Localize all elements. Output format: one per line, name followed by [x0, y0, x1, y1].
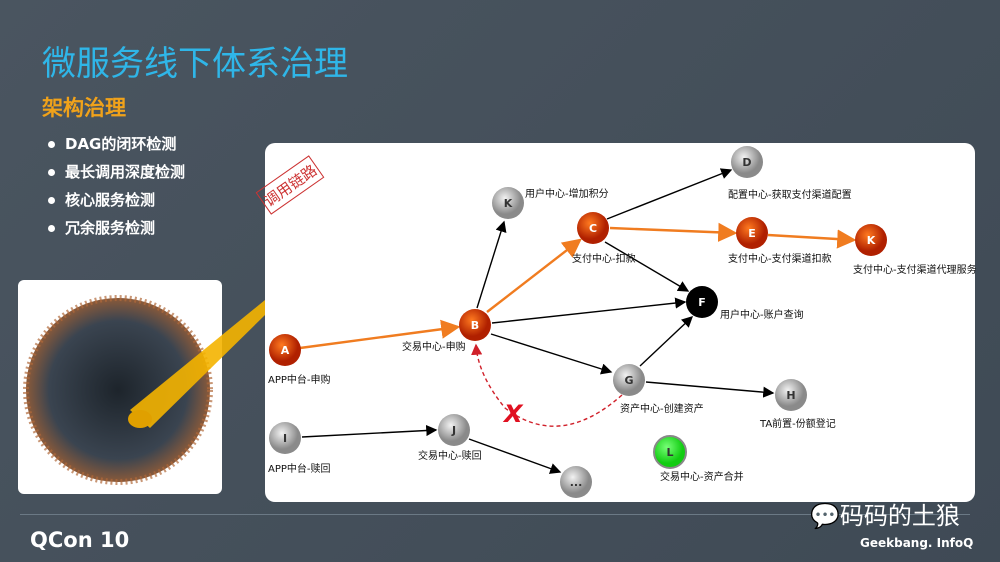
edge-G-H — [645, 381, 775, 398]
node-D: D 配置中心-获取支付渠道配置 — [728, 146, 852, 201]
qcon-logo: QCon 10 — [30, 528, 130, 552]
edge-J-dots — [468, 438, 562, 474]
edge-C-E — [609, 222, 738, 242]
node-label: 用户中心-账户查询 — [720, 308, 804, 321]
edge-B-G — [490, 333, 613, 375]
node-label: 支付中心-支付渠道扣款 — [728, 252, 832, 265]
section-subtitle: 架构治理 — [42, 96, 126, 120]
node-circle — [736, 217, 768, 249]
node-circle — [459, 309, 491, 341]
node-B: B 交易中心-申购 — [402, 309, 491, 353]
node-id: I — [283, 432, 287, 445]
node-A: A APP中台-申购 — [268, 334, 331, 386]
node-circle — [269, 422, 301, 454]
node-id: L — [666, 446, 673, 459]
node-label: 支付中心-扣款 — [572, 252, 636, 265]
bullet-item: DAG的闭环检测 — [48, 133, 176, 154]
node-label: TA前置-份额登记 — [759, 417, 836, 430]
node-label: 资产中心-创建资产 — [620, 402, 704, 415]
edge-C-D — [606, 168, 733, 220]
node-id: J — [451, 424, 456, 437]
node-...: ... — [560, 466, 592, 498]
edge-G-B-cycle — [471, 343, 623, 427]
node-id: D — [742, 156, 751, 169]
node-id: E — [748, 227, 756, 240]
stamp-call-chain: 调用链路 — [255, 155, 325, 215]
bullet-item: 最长调用深度检测 — [48, 161, 185, 182]
node-label: APP中台-赎回 — [268, 462, 331, 475]
node-id: H — [786, 389, 795, 402]
node-circle — [686, 286, 718, 318]
node-K: K 用户中心-增加积分 — [492, 187, 609, 219]
node-label: 用户中心-增加积分 — [525, 187, 609, 200]
call-chain-diagram — [265, 143, 975, 502]
node-label: 交易中心-申购 — [402, 340, 466, 353]
node-label: 支付中心-支付渠道代理服务 — [853, 263, 977, 276]
node-id: B — [471, 319, 479, 332]
node-circle — [653, 435, 687, 469]
wechat-icon: 💬 — [810, 502, 840, 530]
edge-I-J — [301, 424, 438, 438]
node-K: K 支付中心-支付渠道代理服务 — [853, 224, 977, 276]
edge-E-K — [767, 229, 857, 249]
node-label: 配置中心-获取支付渠道配置 — [728, 188, 852, 201]
edge-A-B — [299, 319, 461, 350]
node-circle — [269, 334, 301, 366]
node-id: A — [281, 344, 290, 357]
sponsor-logo: Geekbang. InfoQ — [860, 536, 974, 550]
node-id: F — [698, 296, 706, 309]
node-H: H TA前置-份额登记 — [759, 379, 836, 430]
node-circle — [560, 466, 592, 498]
edge-B-F — [491, 297, 687, 324]
node-circle — [855, 224, 887, 256]
node-circle — [577, 212, 609, 244]
page-title: 微服务线下体系治理 — [42, 44, 348, 84]
node-E: E 支付中心-支付渠道扣款 — [728, 217, 832, 265]
bullet-item: 冗余服务检测 — [48, 217, 155, 238]
wechat-brand: 💬码码的土狼 — [810, 502, 960, 530]
node-circle — [775, 379, 807, 411]
cycle-forbidden-mark: X — [502, 400, 524, 428]
bullet-item: 核心服务检测 — [48, 189, 155, 210]
node-id: C — [589, 222, 597, 235]
edge-G-F — [639, 316, 694, 367]
node-id: K — [504, 197, 513, 210]
edge-B-C — [486, 238, 582, 313]
node-I: I APP中台-赎回 — [268, 422, 331, 475]
node-label: 交易中心-赎回 — [418, 449, 482, 462]
node-circle — [731, 146, 763, 178]
edge-B-K — [476, 220, 507, 309]
node-id: ... — [570, 476, 583, 489]
edge-C-F — [604, 241, 690, 292]
node-L: L 交易中心-资产合并 — [653, 435, 744, 483]
node-G: G 资产中心-创建资产 — [613, 364, 704, 415]
node-circle — [613, 364, 645, 396]
node-id: G — [624, 374, 633, 387]
node-circle — [492, 187, 524, 219]
node-circle — [438, 414, 470, 446]
node-label: 交易中心-资产合并 — [660, 470, 744, 483]
footer-divider — [20, 514, 970, 515]
node-label: APP中台-申购 — [268, 373, 331, 386]
node-J: J 交易中心-赎回 — [418, 414, 482, 462]
node-id: K — [867, 234, 876, 247]
node-C: C 支付中心-扣款 — [572, 212, 636, 265]
node-F: F 用户中心-账户查询 — [686, 286, 804, 321]
